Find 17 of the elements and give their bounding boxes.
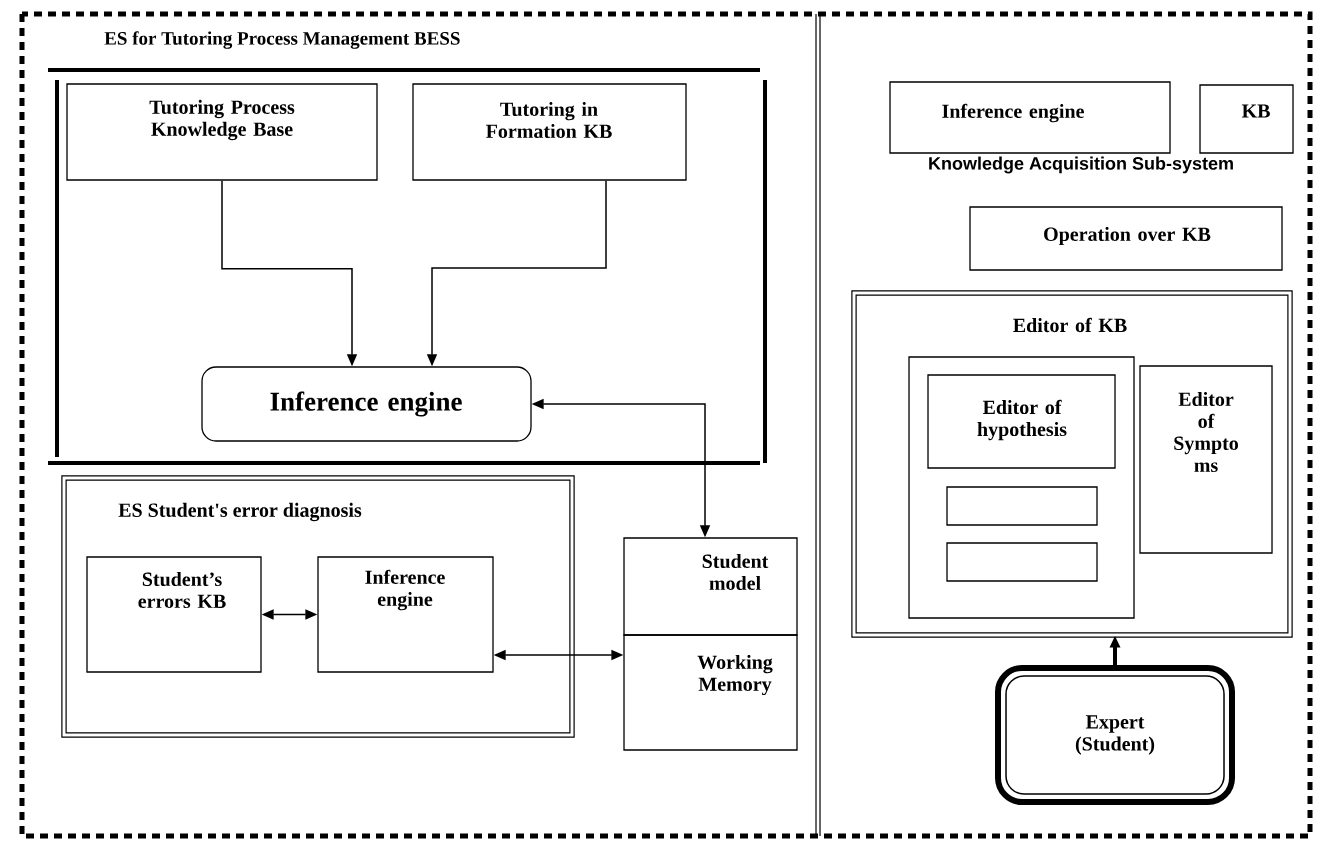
empty-box xyxy=(946,486,1098,526)
process-box: Tutoring in Formation KB xyxy=(412,83,687,181)
process-box: Operation over KB xyxy=(969,206,1283,271)
process-box: Tutoring Process Knowledge Base xyxy=(66,83,378,181)
process-box: Inference engine xyxy=(201,366,532,442)
process-box: Inference engine xyxy=(317,556,494,673)
process-box: Inference engine xyxy=(889,81,1171,154)
group-box xyxy=(908,356,1135,619)
section-heading: Knowledge Acquisition Sub-system xyxy=(929,156,1233,174)
process-box: Working Memory xyxy=(623,634,798,751)
actor-box: Expert (Student) xyxy=(995,665,1235,805)
process-box: Student’s errors KB xyxy=(86,556,262,673)
empty-box xyxy=(946,542,1098,582)
process-box: Editor of hypothesis xyxy=(927,374,1116,469)
process-box: KB xyxy=(1199,84,1294,154)
process-box: Student model xyxy=(623,537,798,636)
process-box: Editor of Sympto ms xyxy=(1139,365,1273,554)
